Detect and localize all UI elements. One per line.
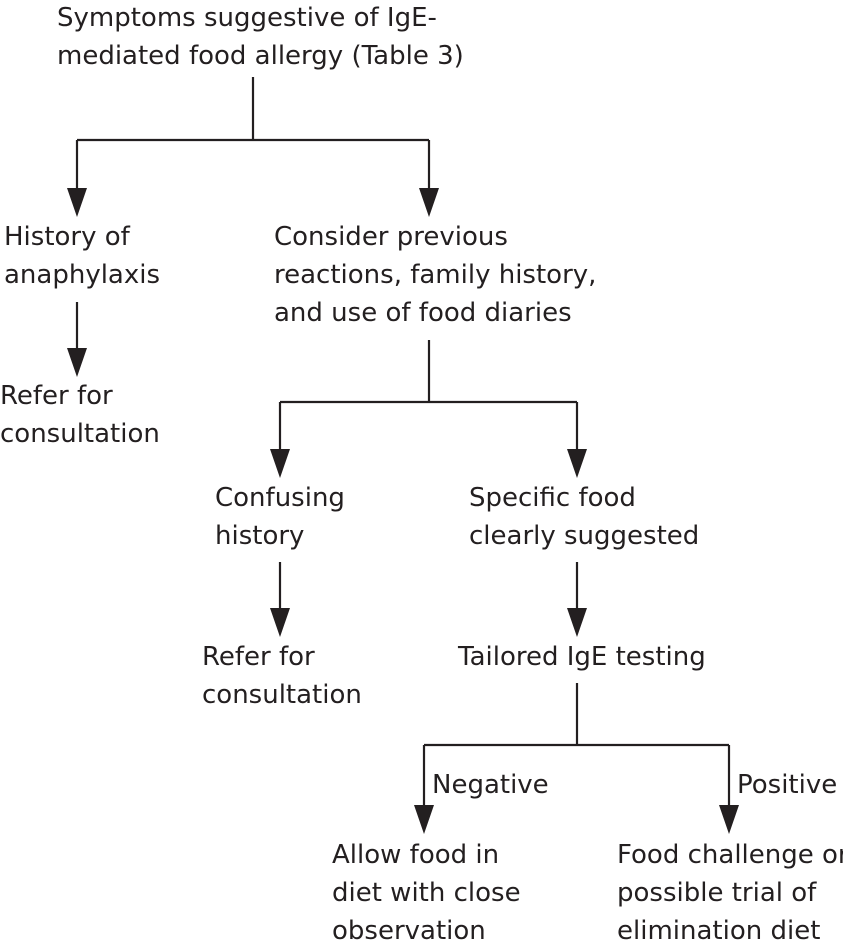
node-testing-line-1: Tailored IgE testing	[458, 642, 706, 672]
node-allow-line-2: diet with close	[332, 878, 521, 908]
node-allow-line-3: observation	[332, 916, 486, 946]
node-root-line-2: mediated food allergy (Table 3)	[57, 41, 464, 71]
node-consider-line-2: reactions, family history,	[274, 260, 597, 290]
node-allow-food-in-diet: Allow food in diet with close observatio…	[332, 836, 521, 950]
arrowhead-to-refer-2	[270, 608, 290, 637]
node-challenge-line-1: Food challenge or	[617, 840, 843, 870]
node-confusing-line-1: Confusing	[215, 483, 345, 513]
node-food-challenge: Food challenge or possible trial of elim…	[617, 836, 843, 950]
arrowhead-to-testing	[567, 608, 587, 637]
node-consider-line-3: and use of food diaries	[274, 298, 572, 328]
node-consider-previous-reactions: Consider previous reactions, family hist…	[274, 218, 596, 332]
node-allow-line-1: Allow food in	[332, 840, 500, 870]
node-history-of-anaphylaxis: History of anaphylaxis	[4, 218, 160, 294]
arrowhead-to-anaphylaxis	[67, 188, 87, 217]
edge-label-positive: Positive	[737, 770, 838, 800]
node-tailored-ige-testing: Tailored IgE testing	[458, 638, 706, 676]
arrowhead-to-challenge	[719, 805, 739, 834]
edge-label-negative: Negative	[432, 770, 549, 800]
node-refer-2-line-1: Refer for	[202, 642, 315, 672]
node-anaphylaxis-line-1: History of	[4, 222, 130, 252]
node-refer-1-line-2: consultation	[0, 419, 160, 449]
node-root-symptoms: Symptoms suggestive of IgE- mediated foo…	[57, 0, 464, 75]
node-specific-line-2: clearly suggested	[469, 521, 700, 551]
arrowhead-to-allow	[414, 805, 434, 834]
node-challenge-line-2: possible trial of	[617, 878, 817, 908]
node-challenge-line-3: elimination diet	[617, 916, 821, 946]
node-root-line-1: Symptoms suggestive of IgE-	[57, 3, 437, 33]
node-refer-1-line-1: Refer for	[0, 381, 113, 411]
arrowhead-to-confusing	[270, 449, 290, 478]
arrowhead-to-specific	[567, 449, 587, 478]
node-consider-line-1: Consider previous	[274, 222, 508, 252]
arrowhead-to-refer-1	[67, 348, 87, 377]
node-specific-food-suggested: Specific food clearly suggested	[469, 479, 699, 555]
node-refer-2-line-2: consultation	[202, 680, 362, 710]
node-refer-for-consultation-1: Refer for consultation	[0, 377, 160, 453]
node-confusing-history: Confusing history	[215, 479, 345, 555]
arrowhead-to-consider	[419, 188, 439, 217]
node-specific-line-1: Specific food	[469, 483, 636, 513]
node-anaphylaxis-line-2: anaphylaxis	[4, 260, 161, 290]
node-confusing-line-2: history	[215, 521, 305, 551]
node-refer-for-consultation-2: Refer for consultation	[202, 638, 362, 714]
